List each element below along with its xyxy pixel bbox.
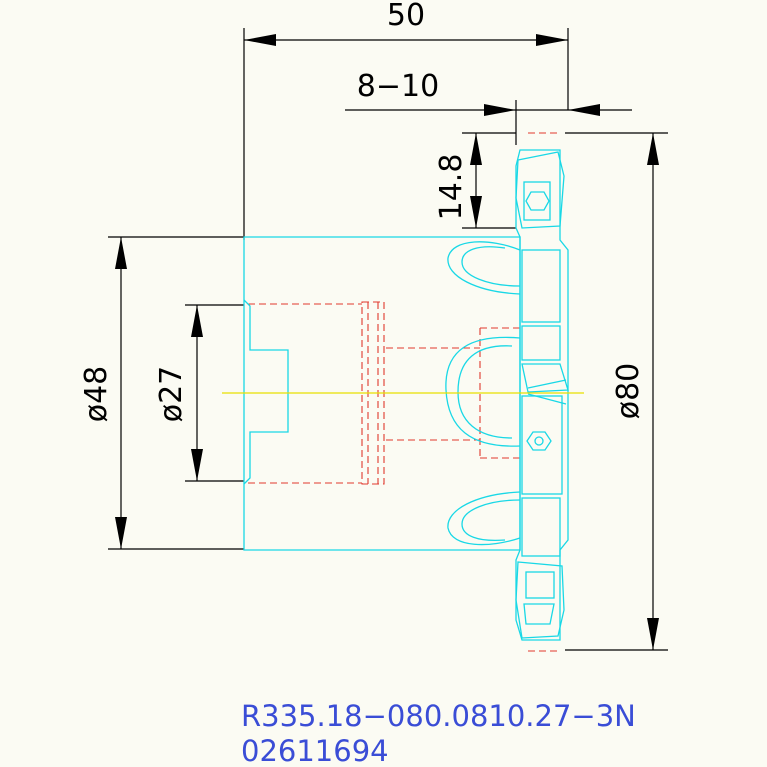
dimension-lines bbox=[108, 28, 668, 651]
dim-width-label: 14.8 bbox=[434, 154, 469, 221]
dim-bore-diameter-label: ø27 bbox=[154, 366, 189, 423]
dim-cutter-diameter-label: ø80 bbox=[611, 363, 646, 420]
dim-shank-diameter-label: ø48 bbox=[79, 366, 114, 423]
part-code-label: R335.18−080.0810.27−3N bbox=[241, 699, 636, 733]
hidden-bore-lines bbox=[248, 132, 560, 652]
part-number-label: 02611694 bbox=[241, 734, 389, 767]
dim-insert-range-label: 8−10 bbox=[357, 69, 439, 104]
dim-length-label: 50 bbox=[387, 0, 425, 33]
cutter-outline bbox=[243, 149, 569, 641]
